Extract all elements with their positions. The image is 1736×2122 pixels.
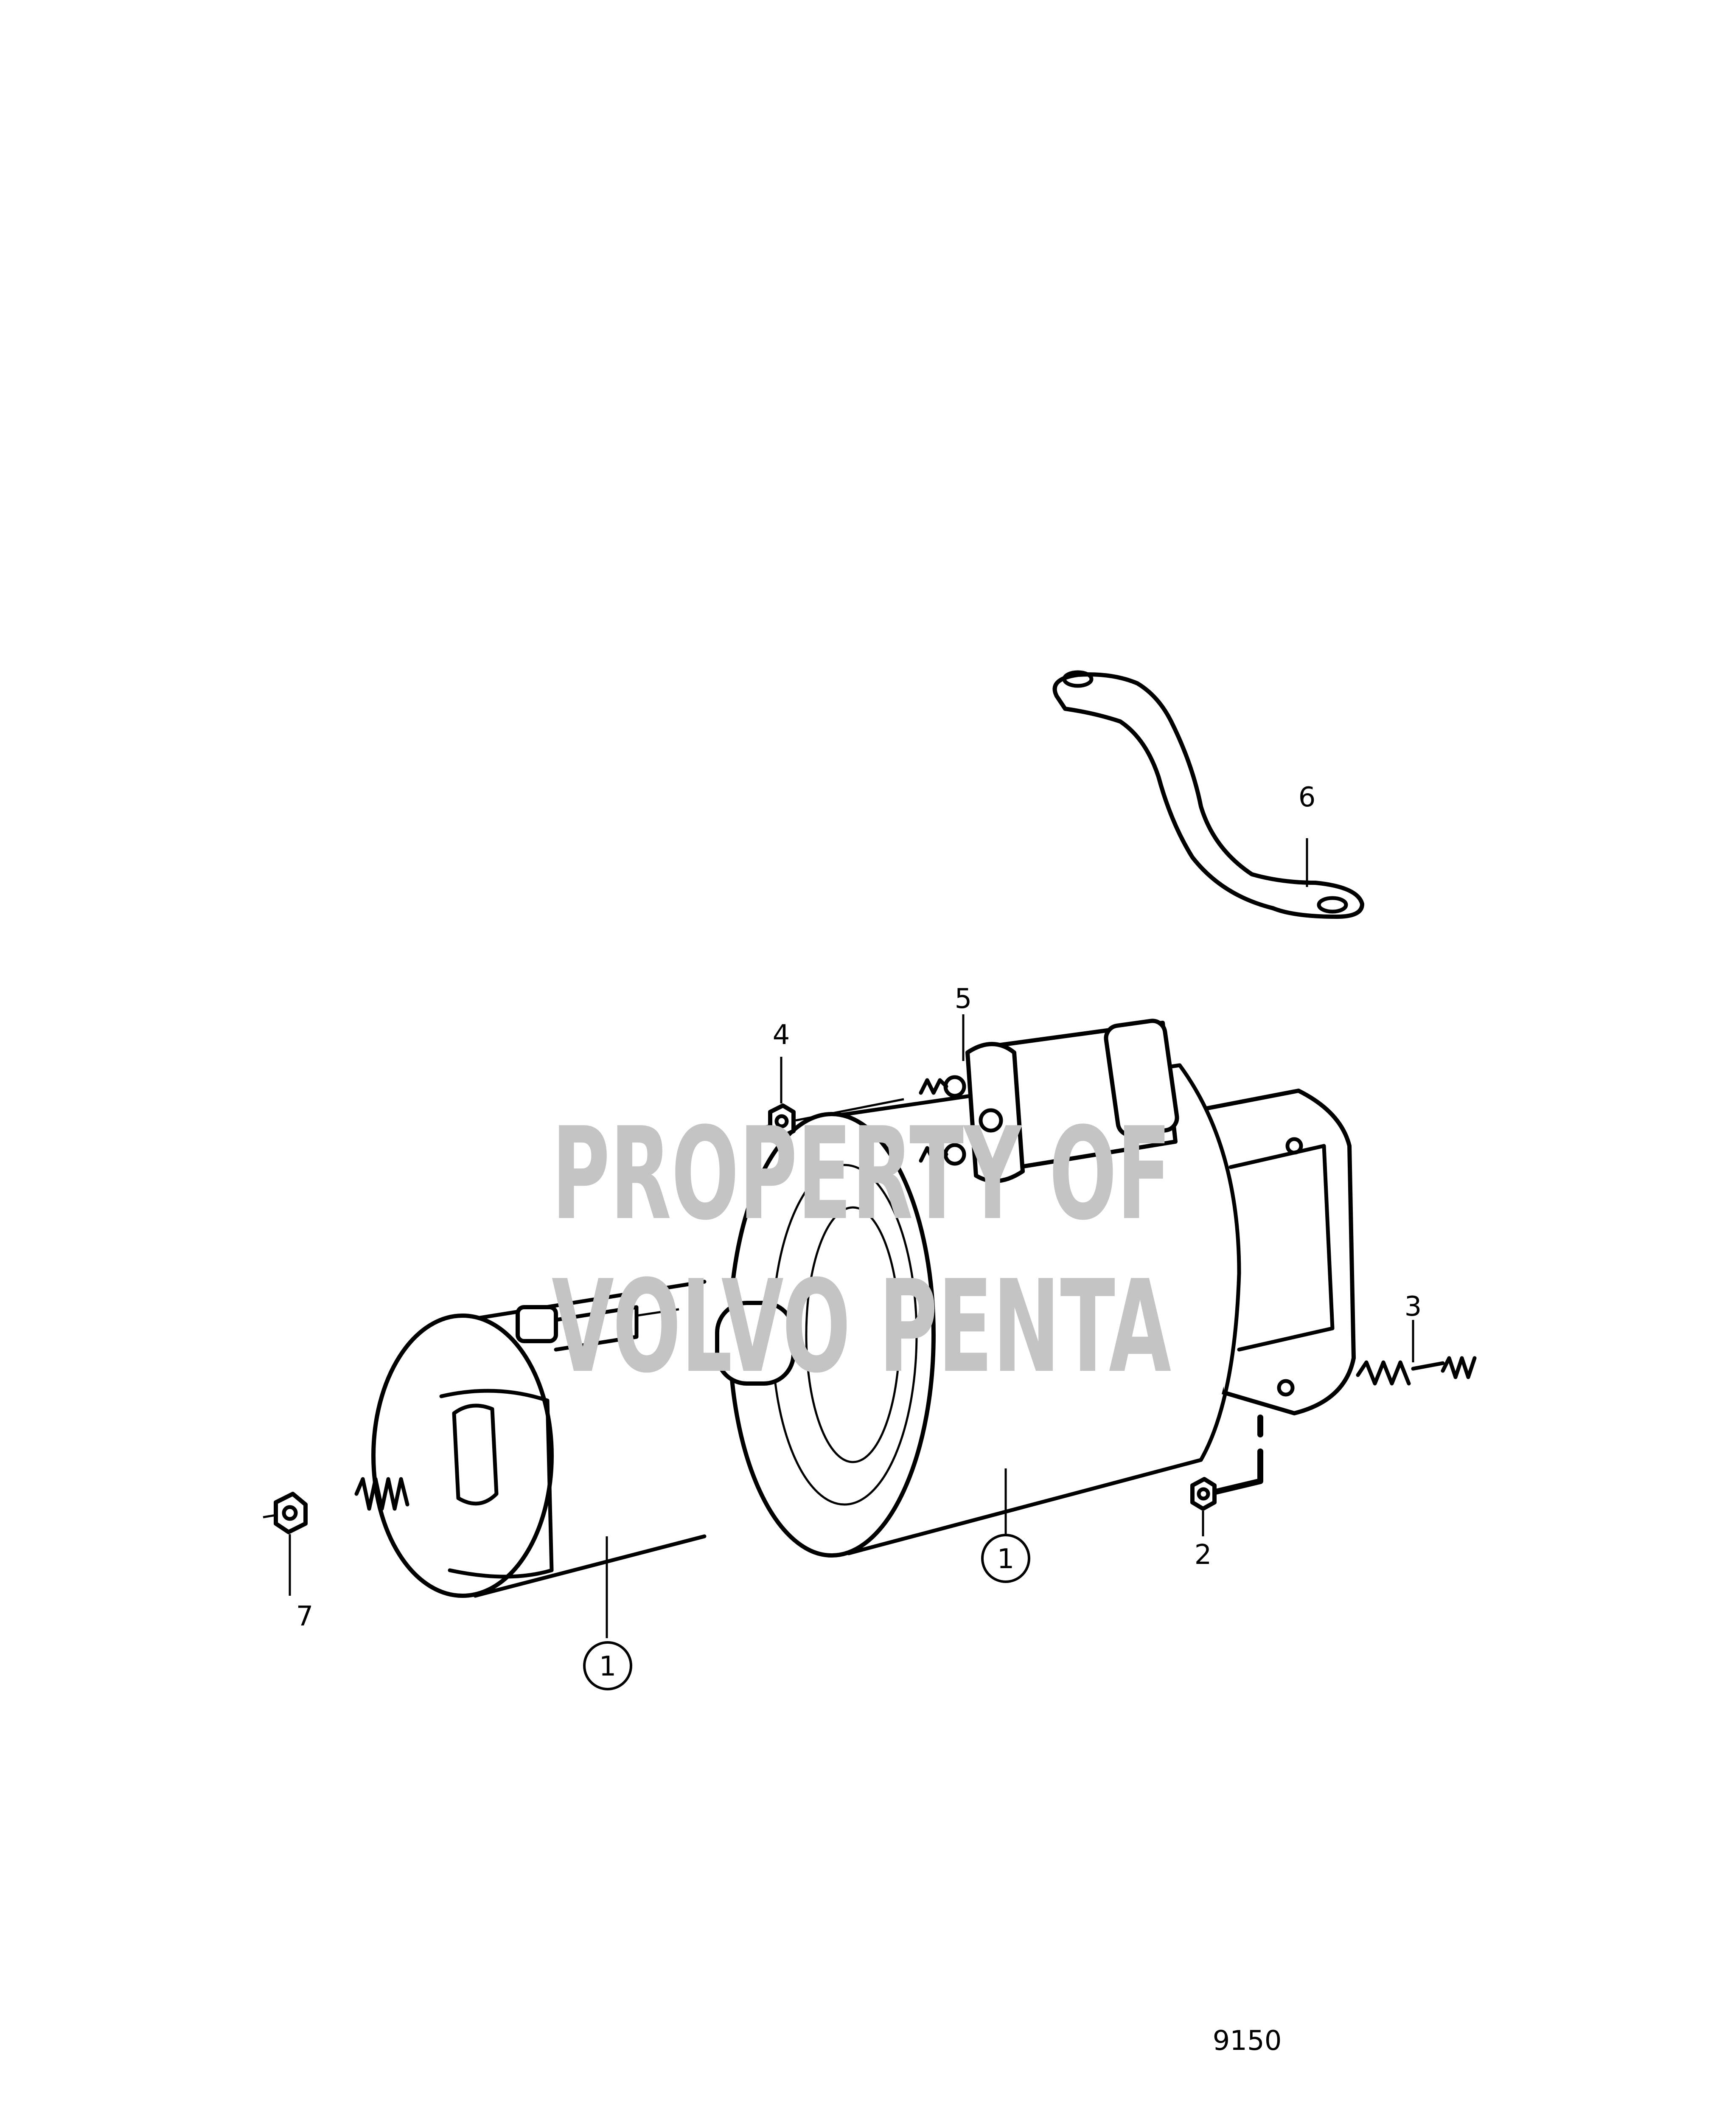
callout-1-front: 1 <box>981 1534 1030 1583</box>
callout-4: 4 <box>773 1019 790 1051</box>
starter-motor-front-part <box>715 1063 1241 1558</box>
watermark-line2: VOLVO PENTA <box>552 1253 1172 1401</box>
nut-7-part <box>263 1477 409 1596</box>
callout-5: 5 <box>955 983 972 1015</box>
starter-motor-rear-part <box>371 1280 707 1638</box>
cable-strap-part <box>1052 670 1364 919</box>
nut-4-part <box>751 1057 904 1140</box>
callout-6: 6 <box>1298 782 1316 813</box>
solenoid-part <box>919 1014 1179 1183</box>
callout-1-front-text: 1 <box>997 1544 1015 1575</box>
watermark: PROPERTY OF VOLVO PENTA <box>552 1100 1172 1401</box>
stud-3-part <box>1356 1320 1477 1386</box>
callout-2: 2 <box>1195 1539 1212 1571</box>
figure-number: 9150 <box>1213 2025 1282 2057</box>
callout-7: 7 <box>296 1601 314 1632</box>
callout-3: 3 <box>1405 1291 1422 1322</box>
callout-1-rear-text: 1 <box>599 1651 617 1682</box>
callout-1-rear: 1 <box>583 1641 632 1690</box>
watermark-line1: PROPERTY OF <box>552 1100 1171 1248</box>
nut-2-part <box>1190 1415 1263 1536</box>
